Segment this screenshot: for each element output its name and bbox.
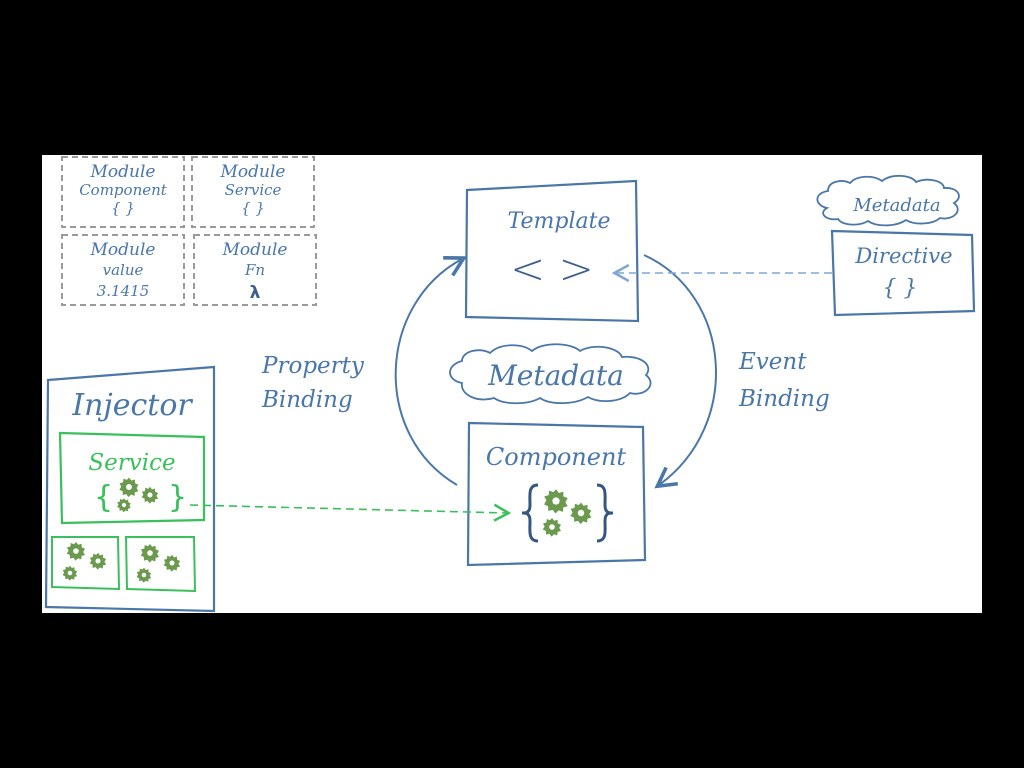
property-binding-label-line1: Property bbox=[261, 353, 365, 379]
component-box: Component bbox=[466, 421, 647, 567]
template-title: Template bbox=[508, 209, 611, 234]
module-type-label: value bbox=[103, 261, 144, 279]
service-title: Service bbox=[88, 450, 175, 476]
directive-metadata-label: Metadata bbox=[852, 195, 940, 216]
angle-brackets-icon: < > bbox=[510, 244, 594, 293]
directive-box: Directive { } bbox=[830, 229, 976, 317]
svg-text:}: } bbox=[168, 480, 187, 515]
module-box-service: Module Service { } bbox=[191, 156, 315, 228]
directive-metadata-cloud: Metadata bbox=[816, 174, 960, 227]
event-binding-label-line1: Event bbox=[738, 349, 807, 375]
center-metadata-cloud: Metadata bbox=[449, 343, 652, 405]
module-content: 3.1415 bbox=[97, 282, 150, 300]
template-box: Template < > bbox=[464, 179, 640, 323]
architecture-diagram: Module Component { } Module Service { } … bbox=[42, 155, 982, 613]
center-metadata-label: Metadata bbox=[487, 359, 624, 392]
service-box: Service { } bbox=[58, 431, 206, 525]
module-type-label: Service bbox=[225, 181, 282, 199]
module-label: Module bbox=[90, 162, 156, 182]
module-label: Module bbox=[220, 162, 286, 182]
directive-body: { } bbox=[883, 276, 918, 301]
event-binding-arrow bbox=[643, 254, 717, 489]
property-binding-label-line2: Binding bbox=[261, 387, 353, 413]
directive-title: Directive bbox=[854, 244, 952, 268]
module-label: Module bbox=[222, 240, 288, 260]
property-binding-arrow bbox=[394, 256, 468, 486]
module-box-value: Module value 3.1415 bbox=[61, 234, 185, 306]
service-gears-icon: { } bbox=[94, 477, 187, 515]
module-content: { } bbox=[241, 199, 265, 217]
module-label: Module bbox=[90, 240, 156, 260]
component-title: Component bbox=[486, 443, 627, 471]
module-type-label: Component bbox=[79, 181, 168, 199]
lambda-symbol: λ bbox=[250, 283, 261, 303]
injector-instance-box-1 bbox=[51, 536, 121, 591]
module-box-fn: Module Fn λ bbox=[193, 234, 317, 306]
injection-arrow bbox=[189, 503, 512, 522]
svg-text:{: { bbox=[94, 480, 113, 515]
injector-instance-box-2 bbox=[124, 536, 197, 593]
module-content: { } bbox=[111, 199, 135, 217]
event-binding-label-line2: Binding bbox=[738, 386, 830, 412]
module-type-label: Fn bbox=[244, 261, 265, 279]
module-box-component: Module Component { } bbox=[61, 156, 185, 228]
component-gears-icon bbox=[521, 483, 614, 543]
injector-title: Injector bbox=[71, 388, 193, 423]
